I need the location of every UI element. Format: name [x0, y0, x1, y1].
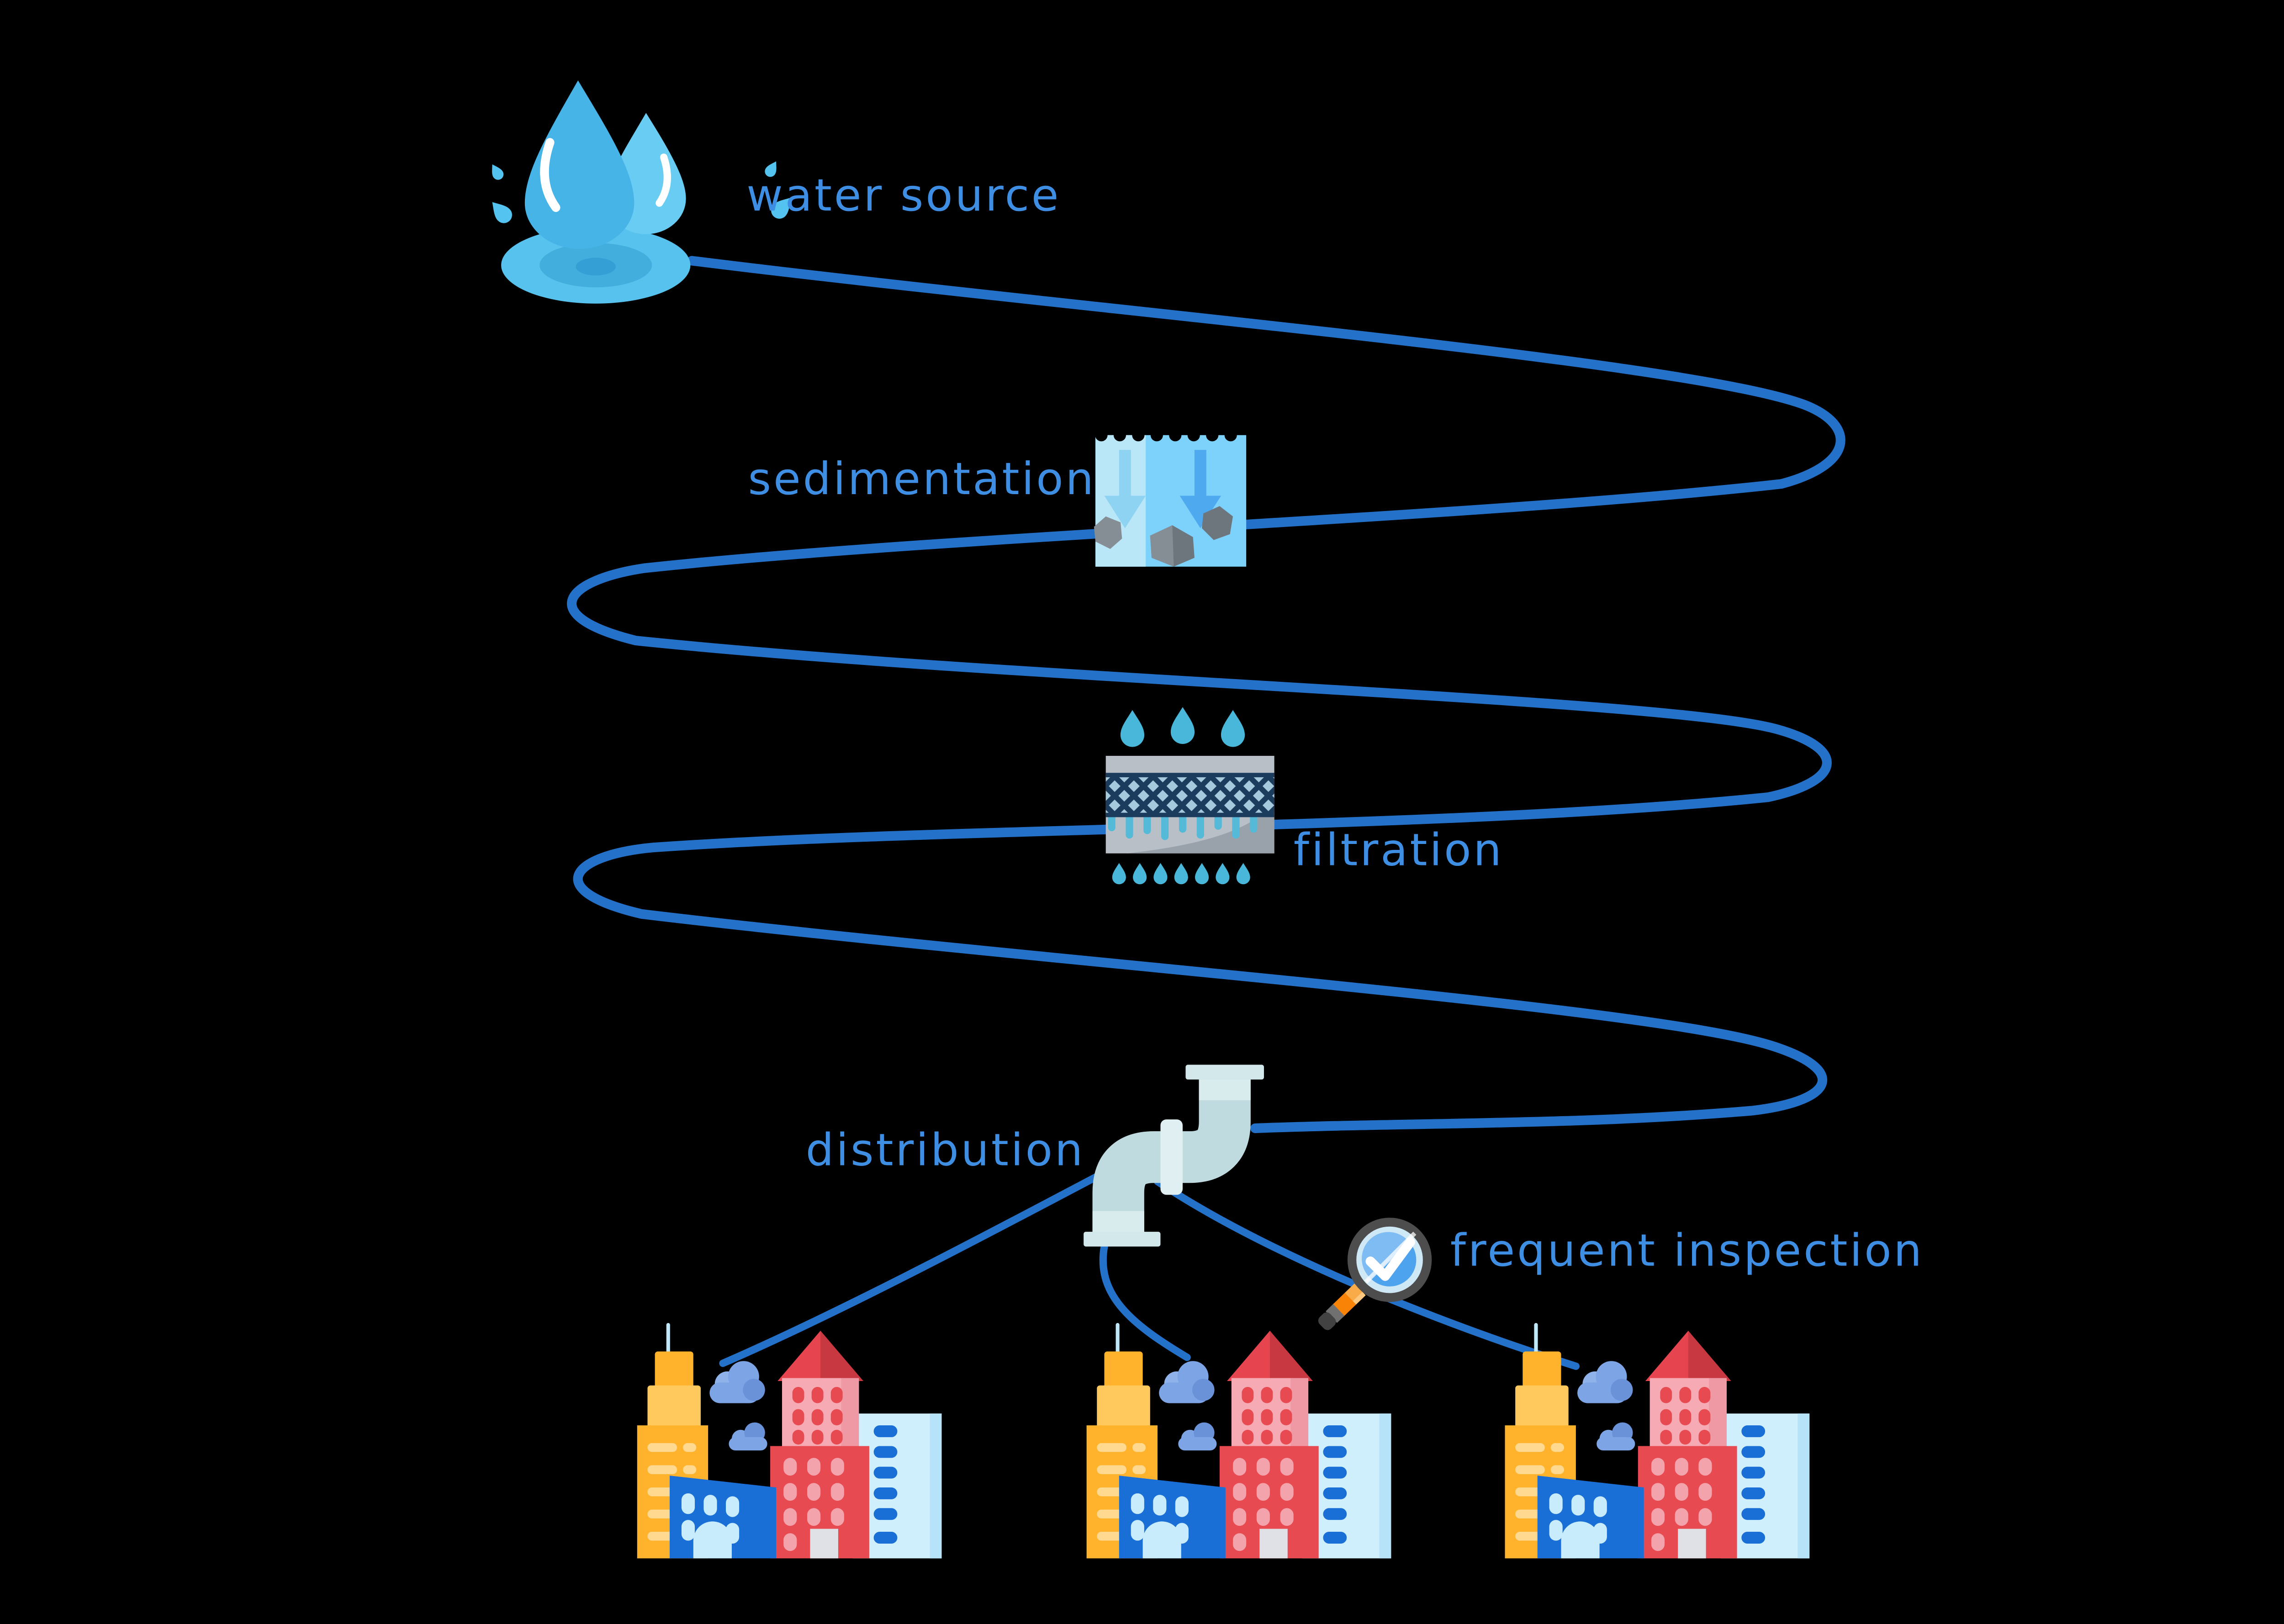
pipe-top-flange	[1185, 1065, 1264, 1080]
outflow-drops	[1112, 863, 1250, 885]
label-filtration: filtration	[1294, 824, 1504, 876]
sedimentation-tank-icon	[1094, 429, 1247, 567]
label-distribution: distribution	[806, 1124, 1085, 1176]
label-water-source: water source	[746, 169, 1061, 221]
settling-arrow-icon	[1104, 450, 1221, 528]
city-icon-1	[637, 1325, 942, 1558]
branch-line-city-1	[719, 1170, 1105, 1367]
magnifier-checkmark-icon	[1318, 1218, 1432, 1330]
mesh-band	[1105, 775, 1274, 815]
branch-line-city-2	[1099, 1243, 1191, 1361]
pipe-joint-plate	[1160, 1119, 1183, 1195]
city-icon-2	[1087, 1325, 1391, 1558]
pipe-icon	[1084, 1065, 1264, 1247]
sediment-rocks	[1094, 506, 1233, 567]
filter-mesh-icon	[1105, 707, 1274, 885]
pipe-bottom-flange	[1084, 1232, 1161, 1247]
water-source-icon	[486, 80, 797, 304]
label-sedimentation: sedimentation	[748, 453, 1096, 505]
checkmark-icon	[1365, 1237, 1415, 1281]
inflow-drops	[1120, 707, 1245, 747]
flow-connector-path	[567, 256, 1845, 1134]
city-icon-3	[1505, 1325, 1809, 1558]
flow-connectors	[567, 256, 1845, 1370]
branch-line-city-3	[1153, 1177, 1580, 1370]
magnifier-handle	[1318, 1283, 1366, 1330]
label-frequent-inspection: frequent inspection	[1450, 1225, 1924, 1276]
water-surface-waves	[1095, 429, 1237, 442]
